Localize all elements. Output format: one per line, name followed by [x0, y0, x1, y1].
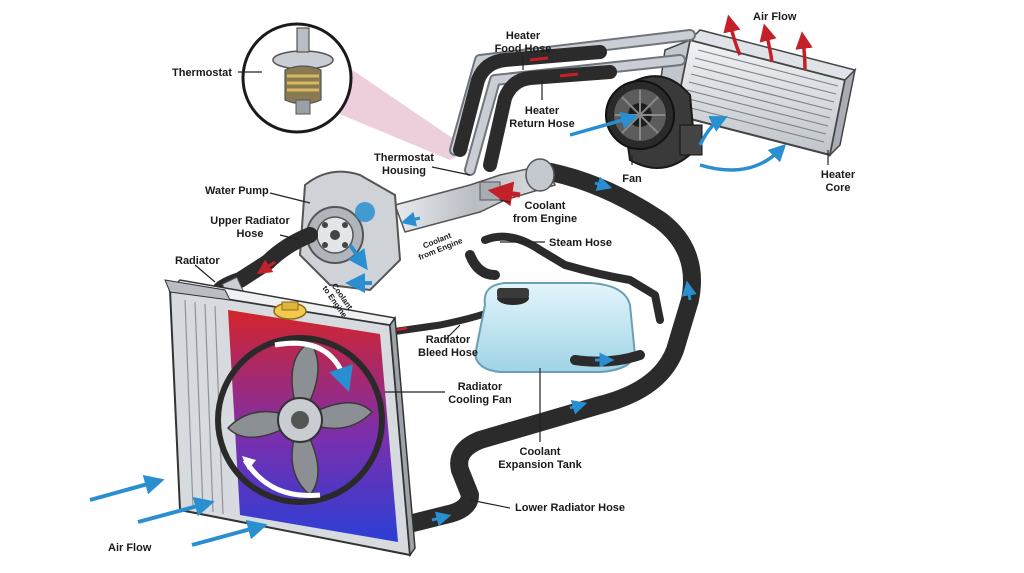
water-pump [298, 170, 402, 293]
bottom-airflow-arrows [89, 475, 268, 547]
thermostat-housing-label-line1: Thermostat [374, 152, 434, 164]
heater-food-hose-label-line1: Heater [506, 30, 541, 42]
heater-return-hose-label-line2: Return Hose [509, 118, 574, 130]
heater-core-label-line1: Heater [821, 169, 856, 181]
air-flow-top-label: Air Flow [753, 11, 797, 23]
fan-label: Fan [622, 173, 642, 185]
blower-fan [605, 75, 703, 169]
heater-airflow-arrows [723, 14, 813, 71]
coolant-from-engine-small-label: Coolant from Engine [417, 231, 464, 262]
radiator-cooling-fan-label-line2: Cooling Fan [448, 394, 512, 406]
labels: Thermostat Heater Food Hose Air Flow Hea… [108, 11, 856, 554]
water-pump-label: Water Pump [205, 185, 269, 197]
fan-airflow-arrows [569, 111, 787, 172]
upper-radiator-hose-label-line1: Upper Radiator [210, 215, 290, 227]
radiator-cooling-fan [215, 335, 385, 505]
radiator-bleed-hose-label-line1: Radiator [426, 334, 471, 346]
main-return-hose [396, 161, 701, 534]
heater-return-hose-label-line1: Heater [525, 105, 560, 117]
radiator-bleed-hose-label-line2: Bleed Hose [418, 347, 478, 359]
air-flow-bottom-label: Air Flow [108, 542, 152, 554]
thermostat-housing-label-line2: Housing [382, 165, 426, 177]
heater-core-label-line2: Core [825, 182, 850, 194]
coolant-from-engine-label-line2: from Engine [513, 213, 577, 225]
steam-hose-label: Steam Hose [549, 237, 612, 249]
heater-food-hose-label-line2: Food Hose [495, 43, 552, 55]
coolant-expansion-tank [473, 282, 645, 373]
radiator-cooling-fan-label-line1: Radiator [458, 381, 503, 393]
thermostat-callout [241, 22, 470, 160]
coolant-expansion-tank-label-line2: Expansion Tank [498, 459, 582, 471]
heater-hoses [453, 45, 617, 172]
upper-radiator-hose-label-line2: Hose [237, 228, 264, 240]
leader-lines [194, 56, 829, 509]
radiator-label: Radiator [175, 255, 220, 267]
coolant-expansion-tank-label-line1: Coolant [520, 446, 561, 458]
coolant-from-engine-label-line1: Coolant [525, 200, 566, 212]
thermostat-housing [394, 158, 557, 233]
thermostat-label: Thermostat [172, 67, 232, 79]
steam-hose [465, 232, 664, 324]
thermostat-icon [272, 27, 334, 115]
lower-radiator-hose-label: Lower Radiator Hose [515, 502, 625, 514]
